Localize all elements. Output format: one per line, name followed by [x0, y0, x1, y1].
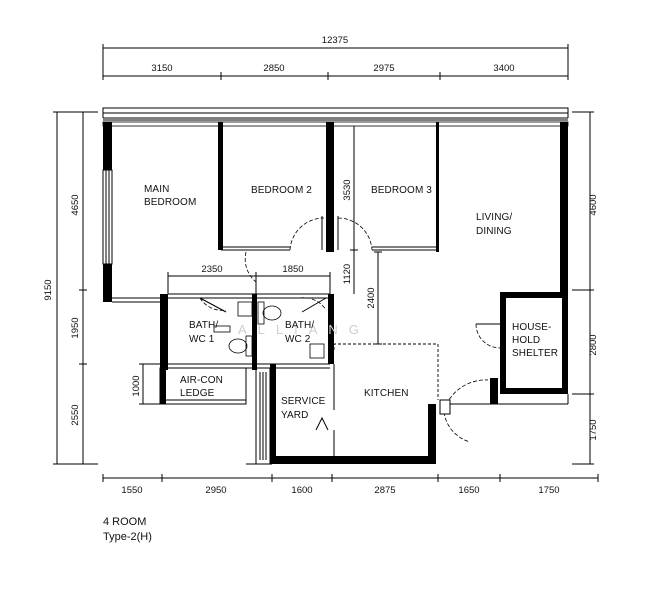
dim-bottom-5: 1650: [458, 485, 479, 496]
toilet-icon: [245, 335, 253, 357]
dim-left-1: 4650: [70, 194, 81, 215]
interior-dimensions: 2350 1850 3530 1120 2400 1000: [131, 126, 382, 405]
top-dimensions: 12375 3150 2850 2975 3400: [102, 35, 569, 80]
room-shelter-line1: HOUSE-: [512, 322, 552, 333]
bath-fixtures: [213, 301, 325, 359]
room-bedroom-3: BEDROOM 3: [371, 185, 432, 196]
watermark-text: ALLIANG: [238, 322, 370, 337]
room-shelter-line3: SHELTER: [512, 348, 558, 359]
dim-right-2: 2800: [588, 334, 599, 355]
dim-bottom-4: 2875: [374, 485, 395, 496]
caption-unit-type: 4 ROOM: [103, 516, 147, 528]
dim-inner-1000: 1000: [131, 375, 142, 396]
room-aircon-line1: AIR-CON: [180, 375, 223, 386]
toilet-icon: [257, 301, 265, 325]
room-service-line2: YARD: [281, 410, 308, 421]
dim-inner-2350: 2350: [201, 264, 222, 275]
caption-unit-subtype: Type-2(H): [103, 531, 152, 543]
room-kitchen: KITCHEN: [364, 388, 409, 399]
dim-right-1: 4600: [588, 194, 599, 215]
room-bath1-line2: WC 1: [189, 334, 215, 345]
dim-total-width: 12375: [322, 35, 348, 46]
room-living-line1: LIVING/: [476, 212, 512, 223]
room-bedroom-2: BEDROOM 2: [251, 185, 312, 196]
room-service-line1: SERVICE: [281, 396, 326, 407]
dim-inner-1850: 1850: [282, 264, 303, 275]
doors: [199, 216, 501, 443]
room-main-bedroom-line1: MAIN: [144, 184, 169, 195]
room-bath1-line1: BATH/: [189, 320, 218, 331]
room-shelter-line2: HOLD: [512, 335, 540, 346]
walls: [102, 122, 569, 465]
basin-icon: [237, 301, 253, 317]
dim-bottom-6: 1750: [538, 485, 559, 496]
dim-top-3: 2975: [373, 63, 394, 74]
room-labels: MAIN BEDROOM BEDROOM 2 BEDROOM 3 LIVING/…: [144, 184, 558, 421]
dim-inner-1120: 1120: [342, 264, 353, 284]
left-dimensions: 9150 4650 1950 2550: [43, 111, 98, 465]
dim-total-depth: 9150: [43, 279, 54, 300]
dim-left-3: 2550: [70, 404, 81, 425]
dim-top-1: 3150: [151, 63, 172, 74]
bottom-dimensions: 1550 2950 1600 2875 1650 1750: [102, 474, 599, 496]
dim-right-3: 1750: [588, 419, 599, 440]
dim-top-2: 2850: [263, 63, 284, 74]
dim-bottom-1: 1550: [121, 485, 142, 496]
room-living-line2: DINING: [476, 226, 512, 237]
room-bath2-line2: WC 2: [285, 334, 311, 345]
room-main-bedroom-line2: BEDROOM: [144, 197, 196, 208]
dim-bottom-2: 2950: [205, 485, 226, 496]
dim-top-4: 3400: [493, 63, 514, 74]
top-ledge: [102, 107, 569, 127]
dim-inner-2400: 2400: [366, 287, 377, 308]
right-dimensions: 4600 2800 1750: [572, 111, 599, 465]
dim-bottom-3: 1600: [291, 485, 312, 496]
basin-icon: [309, 343, 325, 359]
room-aircon-line2: LEDGE: [180, 388, 215, 399]
dim-left-2: 1950: [70, 317, 81, 338]
dim-inner-3530: 3530: [342, 179, 353, 200]
room-bath2-line1: BATH/: [285, 320, 314, 331]
